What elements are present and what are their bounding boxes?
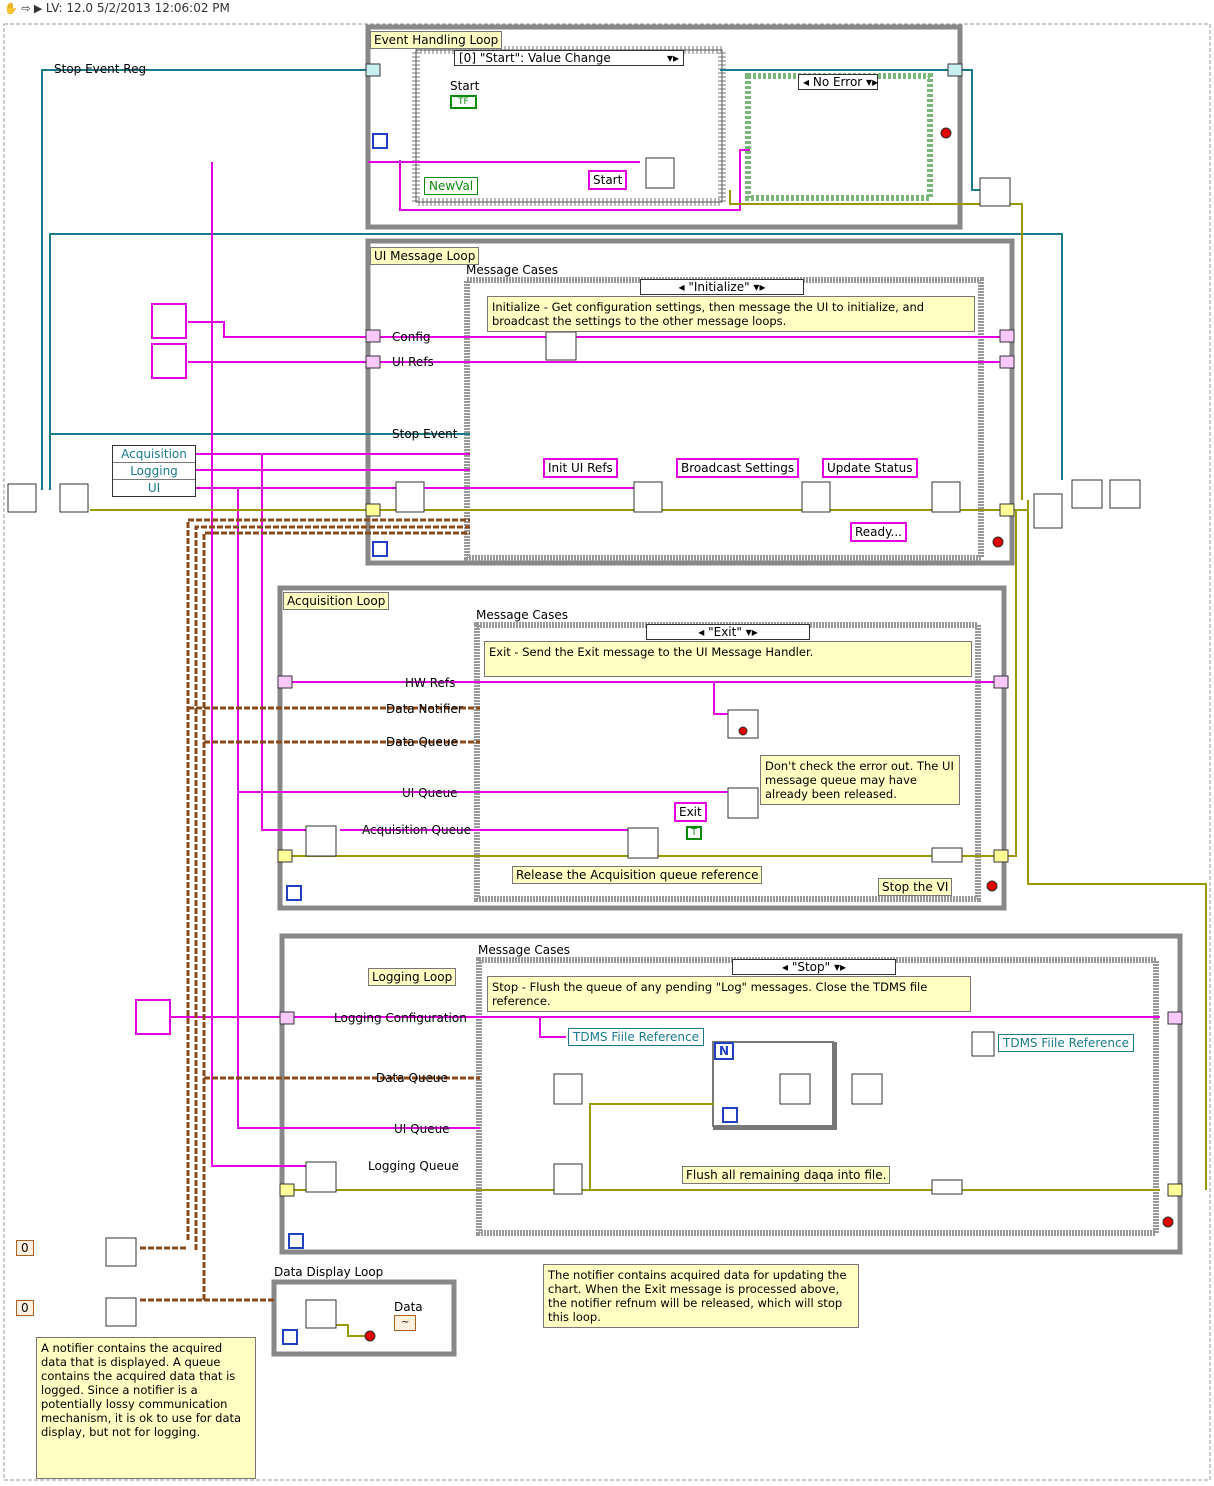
logging-loop-label: Logging Loop — [368, 968, 457, 986]
log-data-queue-label: Data Queue — [376, 1071, 448, 1085]
error-out-note: Don't check the error out. The UI messag… — [760, 755, 960, 805]
cluster-item-acquisition: Acquisition — [113, 446, 195, 463]
stop-the-vi-label: Stop the VI — [878, 878, 953, 896]
update-status-const: Update Status — [822, 458, 918, 478]
stop-event-reg-label: Stop Event Reg — [54, 62, 147, 76]
tdms-ref-1: TDMS Fiile Reference — [568, 1028, 705, 1046]
event-handling-loop-frame — [365, 24, 963, 230]
acq-message-cases-label: Message Cases — [476, 608, 569, 622]
newval-node: NewVal — [424, 177, 479, 195]
acq-exit-comment: Exit - Send the Exit message to the UI M… — [484, 641, 972, 677]
ui-message-cases-label: Message Cases — [466, 263, 559, 277]
logging-case-frame — [476, 957, 1159, 1236]
start-label: Start — [450, 79, 480, 93]
start-bool-terminal: TF — [450, 95, 477, 109]
stop-event-label: Stop Event — [392, 427, 458, 441]
exit-message-const: Exit — [674, 802, 707, 822]
event-selector[interactable]: [0] "Start": Value Change▾▸ — [454, 50, 684, 66]
diagram-boundary — [3, 23, 1211, 1481]
notifier-note: The notifier contains acquired data for … — [543, 1264, 859, 1328]
flush-label: Flush all remaining daqa into file. — [682, 1166, 891, 1184]
zero-const-1: 0 — [16, 1240, 34, 1256]
init-ui-refs-const: Init UI Refs — [543, 458, 618, 478]
log-case-selector[interactable]: ◂ "Stop" ▾▸ — [732, 959, 896, 975]
data-display-loop-label: Data Display Loop — [274, 1265, 384, 1279]
error-case-selector[interactable]: ◂ No Error ▾▸ — [798, 74, 878, 90]
broadcast-settings-const: Broadcast Settings — [676, 458, 800, 478]
ui-initialize-comment: Initialize - Get configuration settings,… — [487, 296, 975, 332]
ui-refs-label: UI Refs — [392, 355, 434, 369]
log-message-cases-label: Message Cases — [478, 943, 571, 957]
cluster-item-ui: UI — [147, 481, 161, 495]
config-label: Config — [392, 330, 431, 344]
acq-data-queue-label: Data Queue — [386, 735, 458, 749]
zero-const-2: 0 — [16, 1300, 34, 1316]
data-indicator-label: Data — [394, 1300, 423, 1314]
acquisition-loop-label: Acquisition Loop — [283, 592, 390, 610]
logging-loop-frame — [279, 933, 1183, 1255]
hw-refs-label: HW Refs — [405, 676, 456, 690]
cluster-item-logging: Logging — [113, 463, 195, 480]
ui-message-loop-label: UI Message Loop — [370, 247, 480, 265]
queue-cluster: Acquisition Logging UI — [112, 445, 196, 497]
ready-const: Ready... — [850, 522, 907, 542]
version-text: ✋ ⇨ ▶ LV: 12.0 5/2/2013 12:06:02 PM — [4, 1, 230, 15]
log-ui-queue-label: UI Queue — [394, 1122, 450, 1136]
ui-message-loop-frame — [365, 238, 1015, 566]
ui-case-selector[interactable]: ◂ "Initialize" ▾▸ — [640, 279, 804, 295]
nodes — [7, 157, 1141, 1329]
release-queue-label: Release the Acquisition queue reference — [512, 866, 763, 884]
data-display-loop-frame — [271, 1279, 457, 1357]
acq-case-selector[interactable]: ◂ "Exit" ▾▸ — [646, 624, 810, 640]
error-case-frame — [745, 73, 933, 201]
data-notifier-label: Data Notifier — [386, 702, 463, 716]
event-handling-loop-label: Event Handling Loop — [370, 31, 503, 49]
log-stop-comment: Stop - Flush the queue of any pending "L… — [487, 976, 971, 1012]
true-const: T — [686, 826, 703, 840]
tdms-ref-2: TDMS Fiile Reference — [998, 1034, 1135, 1052]
acq-ui-queue-label: UI Queue — [402, 786, 458, 800]
lossy-note: A notifier contains the acquired data th… — [36, 1337, 256, 1479]
acquisition-loop-frame — [277, 585, 1007, 911]
data-chart-terminal: ~ — [394, 1315, 417, 1331]
logging-configuration-label: Logging Configuration — [334, 1011, 467, 1025]
acquisition-queue-label: Acquisition Queue — [362, 823, 471, 837]
start-message-const: Start — [588, 170, 628, 190]
logging-queue-label: Logging Queue — [368, 1159, 459, 1173]
for-loop-count: N — [714, 1042, 735, 1060]
